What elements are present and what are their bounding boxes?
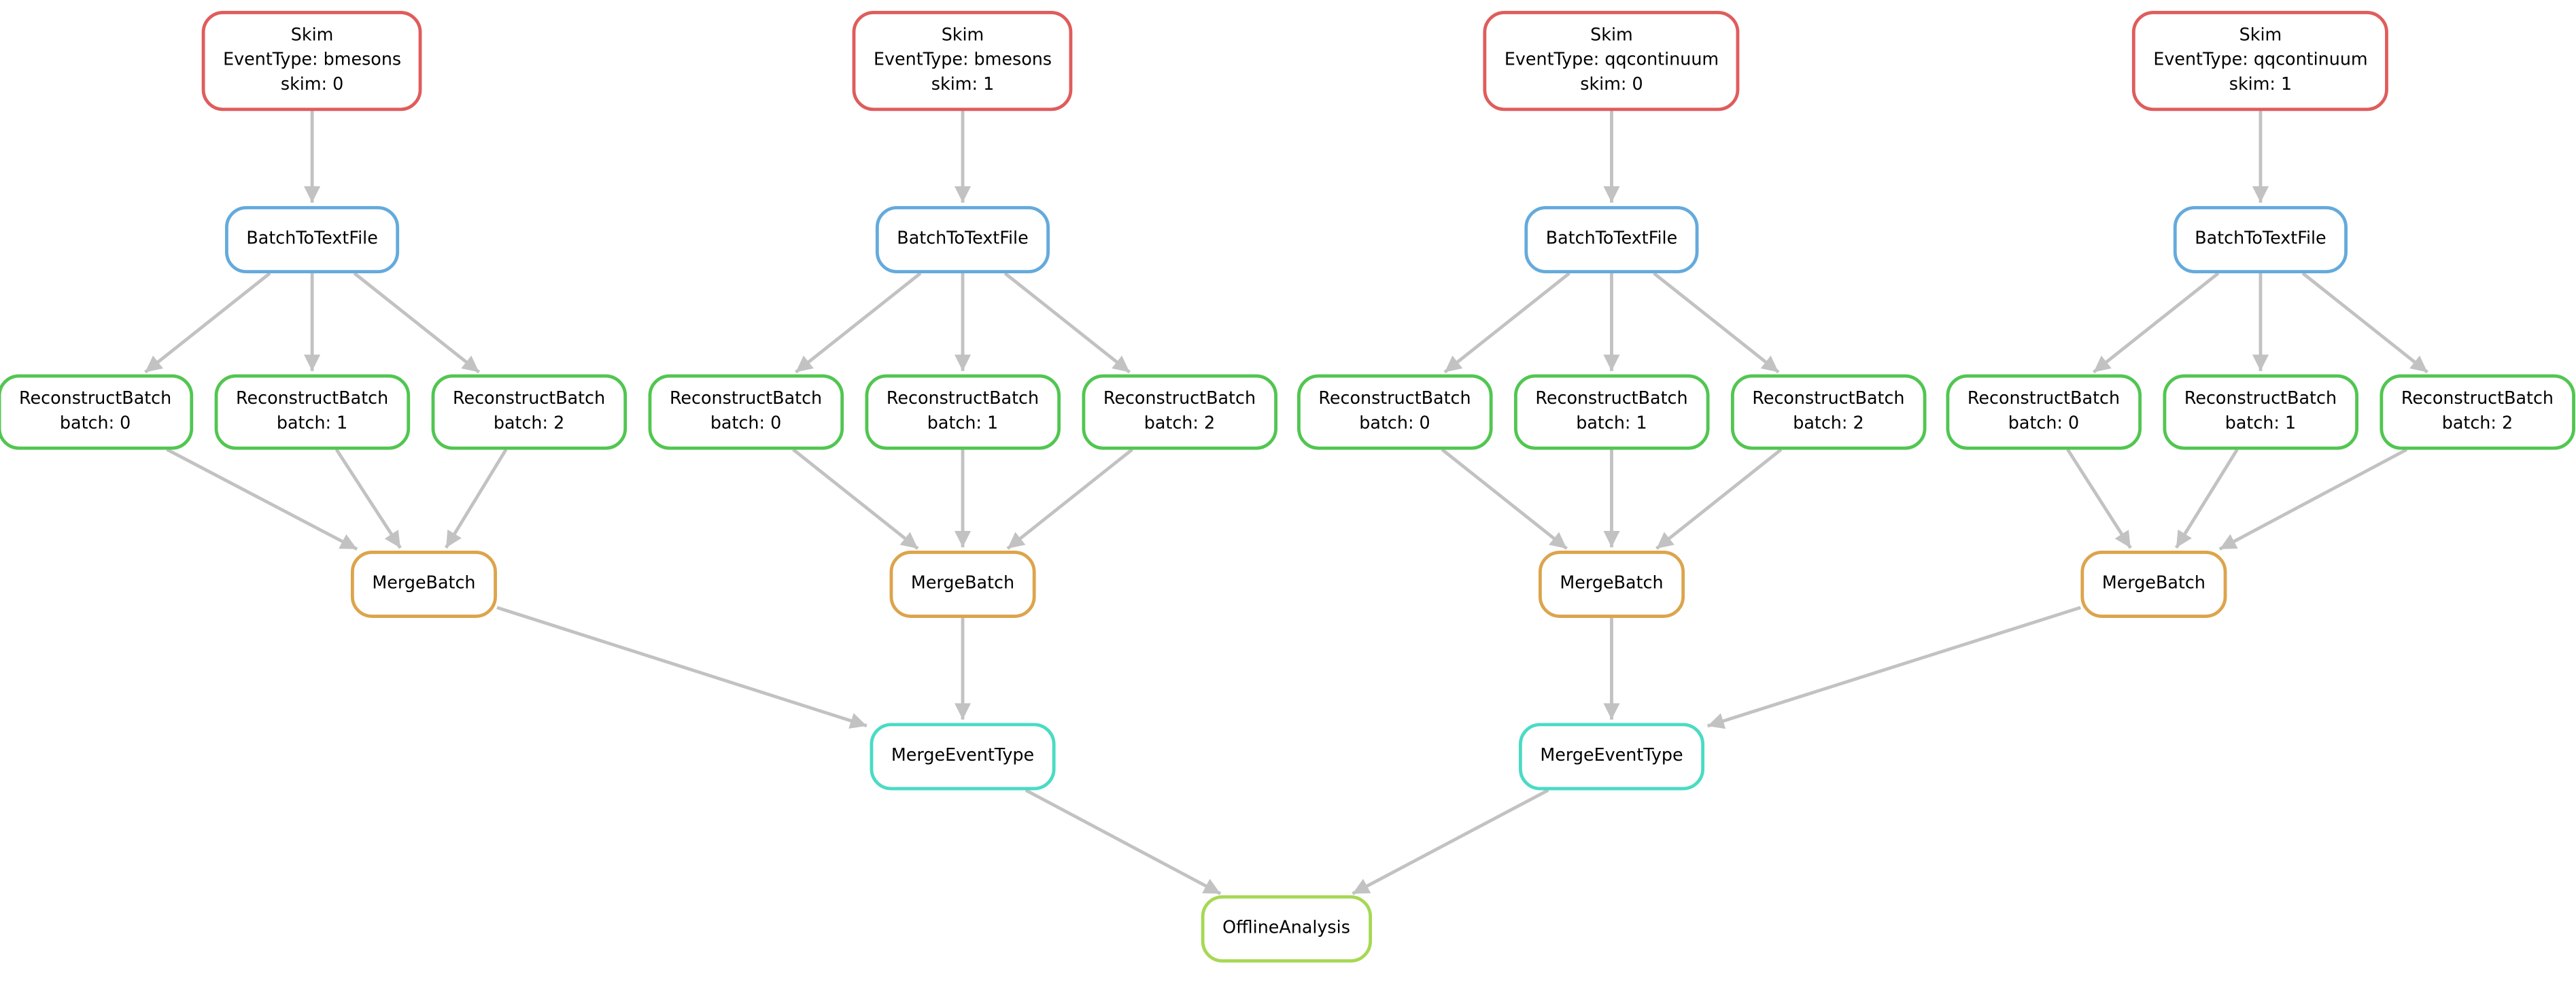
node-batch-index: batch: 1 [2225,413,2297,434]
node-title: MergeBatch [372,573,476,593]
node-reconstructbatch-1-1: ReconstructBatch batch: 1 [865,374,1061,450]
node-skim-bmesons-1: Skim EventType: bmesons skim: 1 [852,11,1074,111]
node-batch-index: batch: 2 [1144,413,1216,434]
node-title: BatchToTextFile [2195,228,2326,249]
node-reconstructbatch-2-0: ReconstructBatch batch: 0 [1297,374,1493,450]
node-title: ReconstructBatch [886,389,1040,409]
node-batch-index: batch: 0 [1359,413,1430,434]
node-offlineanalysis: OfflineAnalysis [1201,895,1372,963]
node-batch-index: batch: 2 [1793,413,1864,434]
node-mergebatch-0: MergeBatch [350,551,497,618]
node-title: MergeBatch [2101,573,2205,593]
node-batch-index: batch: 1 [276,413,348,434]
node-title: OfflineAnalysis [1222,918,1350,938]
node-reconstructbatch-0-2: ReconstructBatch batch: 2 [431,374,627,450]
node-reconstructbatch-3-1: ReconstructBatch batch: 1 [2163,374,2358,450]
node-reconstructbatch-3-0: ReconstructBatch batch: 0 [1946,374,2142,450]
node-title: MergeEventType [1540,746,1683,766]
node-batch-index: batch: 2 [2441,413,2513,434]
node-reconstructbatch-2-2: ReconstructBatch batch: 2 [1730,374,1926,450]
node-mergeeventtype-0: MergeEventType [870,723,1056,791]
node-mergebatch-2: MergeBatch [1538,551,1685,618]
node-title: ReconstructBatch [1535,389,1688,409]
node-title: Skim [1590,25,1633,46]
node-title: ReconstructBatch [669,389,823,409]
node-batch-index: batch: 0 [710,413,782,434]
node-title: BatchToTextFile [246,228,378,249]
node-title: BatchToTextFile [1545,228,1678,249]
node-mergebatch-1: MergeBatch [889,551,1036,618]
node-eventtype: EventType: bmesons [223,50,402,70]
node-batch-index: batch: 0 [2008,413,2080,434]
node-title: BatchToTextFile [897,228,1029,249]
node-reconstructbatch-1-2: ReconstructBatch batch: 2 [1082,374,1277,450]
node-title: ReconstructBatch [1103,389,1256,409]
node-title: ReconstructBatch [236,389,389,409]
node-batch-index: batch: 1 [1576,413,1647,434]
node-batchtotextfile-1: BatchToTextFile [875,206,1050,273]
node-batch-index: batch: 2 [493,413,565,434]
node-reconstructbatch-0-1: ReconstructBatch batch: 1 [214,374,410,450]
node-title: ReconstructBatch [19,389,172,409]
node-batchtotextfile-3: BatchToTextFile [2173,206,2348,273]
node-skim-index: skim: 0 [1580,74,1643,94]
node-eventtype: EventType: qqcontinuum [1504,50,1719,70]
node-title: MergeBatch [910,573,1015,593]
node-title: Skim [290,25,334,46]
node-title: Skim [2239,25,2282,46]
node-title: ReconstructBatch [452,389,606,409]
node-mergeeventtype-1: MergeEventType [1518,723,1704,791]
node-title: ReconstructBatch [1752,389,1905,409]
node-skim-index: skim: 1 [931,74,995,94]
node-batch-index: batch: 0 [59,413,131,434]
node-reconstructbatch-3-2: ReconstructBatch batch: 2 [2380,374,2575,450]
node-title: MergeEventType [891,746,1035,766]
node-skim-qqcontinuum-0: Skim EventType: qqcontinuum skim: 0 [1483,11,1740,111]
node-batchtotextfile-0: BatchToTextFile [224,206,400,273]
node-mergebatch-3: MergeBatch [2080,551,2227,618]
node-batchtotextfile-2: BatchToTextFile [1524,206,1699,273]
node-title: MergeBatch [1560,573,1664,593]
node-eventtype: EventType: qqcontinuum [2153,50,2368,70]
node-batch-index: batch: 1 [927,413,999,434]
node-title: Skim [941,25,984,46]
node-title: ReconstructBatch [1967,389,2120,409]
node-reconstructbatch-0-0: ReconstructBatch batch: 0 [0,374,193,450]
node-skim-bmesons-0: Skim EventType: bmesons skim: 0 [201,11,423,111]
node-reconstructbatch-2-1: ReconstructBatch batch: 1 [1513,374,1709,450]
node-skim-qqcontinuum-1: Skim EventType: qqcontinuum skim: 1 [2131,11,2390,111]
node-title: ReconstructBatch [1318,389,1471,409]
node-title: ReconstructBatch [2184,389,2337,409]
node-skim-index: skim: 1 [2229,74,2292,94]
node-title: ReconstructBatch [2401,389,2554,409]
node-skim-index: skim: 0 [280,74,344,94]
node-eventtype: EventType: bmesons [873,50,1052,70]
node-reconstructbatch-1-0: ReconstructBatch batch: 0 [648,374,844,450]
